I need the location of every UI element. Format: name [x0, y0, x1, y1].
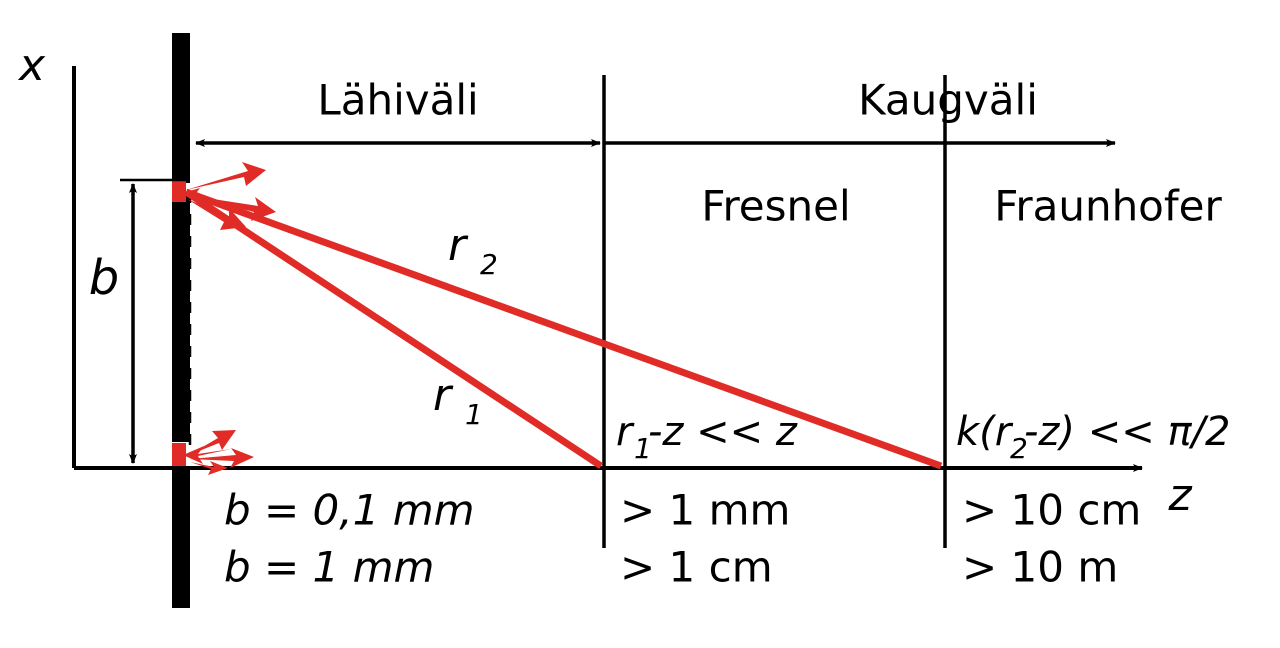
condition-fraunhofer-prefix: k(r [956, 409, 1014, 455]
aperture-width-label: b [89, 250, 119, 306]
slit-lower [172, 443, 186, 468]
ray-r2-line [184, 188, 943, 470]
region-label-fresnel: Fresnel [701, 182, 850, 231]
condition-fraunhofer-subscript: 2 [1010, 432, 1028, 465]
ray-r1-line [184, 189, 603, 469]
ray-label-r1-sub: 1 [465, 398, 483, 431]
condition-fresnel-subscript: 1 [634, 432, 652, 465]
slit-width-row-1: b = 0,1 mm [224, 486, 475, 535]
condition-fraunhofer: k(r 2 -z) << π/2 [956, 409, 1231, 465]
fresnel-distance-row-1: > 1 mm [620, 486, 790, 535]
ray-label-r1-base: r [433, 370, 454, 421]
condition-fraunhofer-suffix: -z) << π/2 [1024, 409, 1231, 455]
region-label-fraunhofer: Fraunhofer [994, 182, 1222, 231]
slit-width-row-2: b = 1 mm [224, 543, 434, 592]
ray-label-r2-sub: 2 [480, 248, 498, 281]
condition-fresnel-prefix: r [616, 409, 635, 455]
slit-upper [172, 180, 186, 202]
aperture-plate-lower [172, 468, 190, 608]
diffraction-arrows-lower-slit [183, 430, 254, 475]
region-label-near-field: Lähiväli [317, 76, 478, 125]
ray-label-r2: r 2 [448, 220, 498, 281]
region-label-far-field: Kaugväli [858, 76, 1038, 125]
x-axis-label: x [17, 40, 46, 91]
fresnel-distance-row-2: > 1 cm [620, 543, 773, 592]
aperture-plate-upper [172, 33, 190, 183]
aperture-plate-middle [172, 196, 190, 442]
ray-label-r2-base: r [448, 220, 469, 271]
condition-fresnel-suffix: -z << z [648, 409, 798, 455]
z-axis-label: z [1167, 470, 1192, 521]
condition-fresnel: r 1 -z << z [616, 409, 798, 465]
fraunhofer-distance-row-2: > 10 m [962, 543, 1118, 592]
ray-label-r1: r 1 [433, 370, 483, 431]
diffraction-arrows-upper-slit [186, 162, 276, 230]
fraunhofer-distance-row-1: > 10 cm [962, 486, 1141, 535]
